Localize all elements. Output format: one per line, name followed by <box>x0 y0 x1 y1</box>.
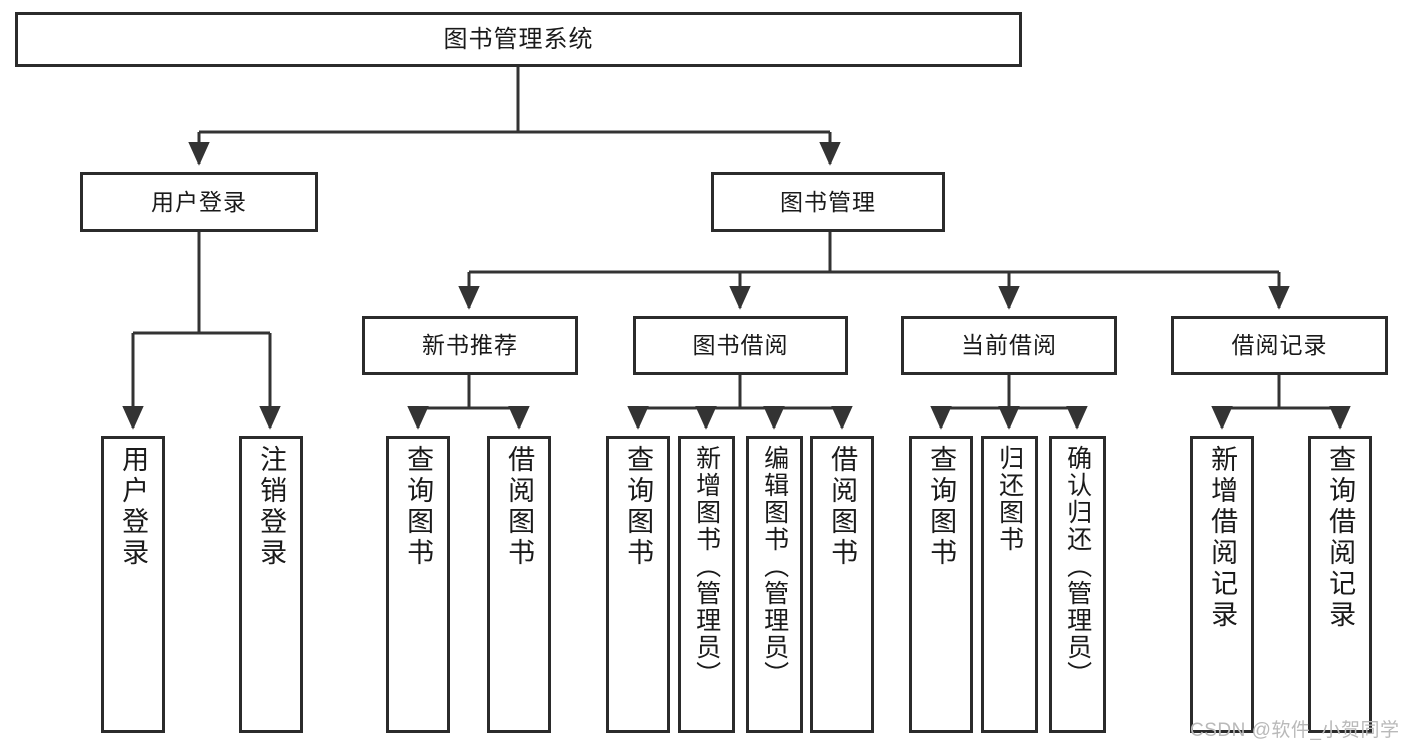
node-label: 借阅图书 <box>827 445 858 569</box>
node-book-management[interactable]: 图书管理 <box>711 172 945 232</box>
leaf-user-login[interactable]: 用户登录 <box>101 436 165 733</box>
leaf-return-book[interactable]: 归还图书 <box>981 436 1038 733</box>
leaf-logout-login[interactable]: 注销登录 <box>239 436 303 733</box>
node-label: 用户登录 <box>118 445 149 569</box>
node-label: 注销登录 <box>256 445 287 569</box>
watermark-text: CSDN @软件_小贺同学 <box>1190 720 1400 741</box>
node-current-borrow[interactable]: 当前借阅 <box>901 316 1117 375</box>
leaf-query-book-3[interactable]: 查询图书 <box>909 436 973 733</box>
node-user-login[interactable]: 用户登录 <box>80 172 318 232</box>
leaf-add-book-admin[interactable]: 新增图书（管理员） <box>678 436 735 733</box>
leaf-borrow-book-1[interactable]: 借阅图书 <box>487 436 551 733</box>
leaf-borrow-book-2[interactable]: 借阅图书 <box>810 436 874 733</box>
node-label: 查询借阅记录 <box>1325 445 1356 631</box>
node-label: 查询图书 <box>623 445 654 569</box>
node-label: 新增图书（管理员） <box>692 445 721 688</box>
node-label: 图书管理 <box>780 188 876 215</box>
node-label: 当前借阅 <box>961 332 1057 359</box>
node-label: 归还图书 <box>995 445 1024 553</box>
node-label: 新增借阅记录 <box>1207 445 1238 631</box>
node-label: 图书借阅 <box>692 332 789 359</box>
leaf-query-borrow-record[interactable]: 查询借阅记录 <box>1308 436 1372 733</box>
leaf-confirm-return-admin[interactable]: 确认归还（管理员） <box>1049 436 1106 733</box>
node-label: 编辑图书（管理员） <box>760 445 789 688</box>
leaf-add-borrow-record[interactable]: 新增借阅记录 <box>1190 436 1254 733</box>
node-label: 借阅图书 <box>504 445 535 569</box>
node-book-borrow[interactable]: 图书借阅 <box>633 316 848 375</box>
node-label: 查询图书 <box>403 445 434 569</box>
node-label: 用户登录 <box>151 188 247 215</box>
leaf-query-book-2[interactable]: 查询图书 <box>606 436 670 733</box>
node-label: 查询图书 <box>926 445 957 569</box>
node-new-book-recommend[interactable]: 新书推荐 <box>362 316 578 375</box>
leaf-edit-book-admin[interactable]: 编辑图书（管理员） <box>746 436 803 733</box>
node-label: 借阅记录 <box>1231 332 1328 359</box>
node-label: 新书推荐 <box>422 332 518 359</box>
node-root-system[interactable]: 图书管理系统 <box>15 12 1022 67</box>
leaf-query-book-1[interactable]: 查询图书 <box>386 436 450 733</box>
node-label: 确认归还（管理员） <box>1063 445 1092 688</box>
node-borrow-record[interactable]: 借阅记录 <box>1171 316 1388 375</box>
node-label: 图书管理系统 <box>443 25 594 53</box>
